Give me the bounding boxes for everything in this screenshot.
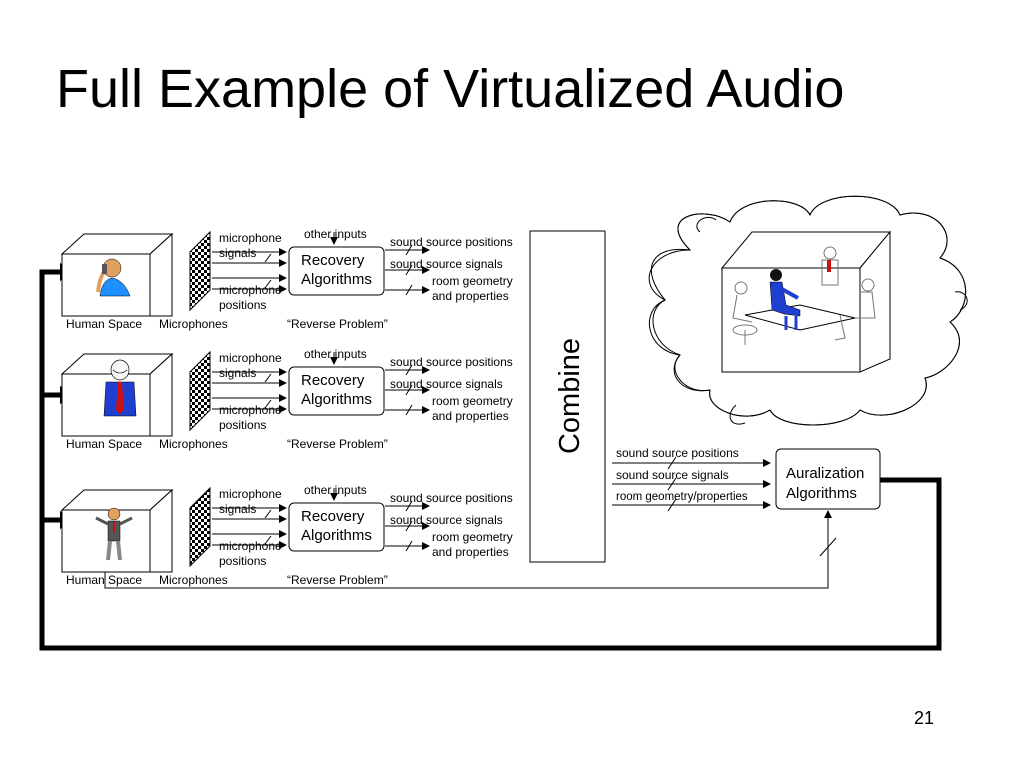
recovery-box	[288, 502, 385, 552]
other-inputs-label: other inputs	[304, 483, 367, 497]
mic-positions-label-2: positions	[219, 554, 266, 568]
reverse-problem-label: “Reverse Problem”	[287, 437, 388, 451]
slash	[667, 477, 677, 491]
out-room-label-2: and properties	[432, 289, 509, 303]
microphone-array-icon	[189, 486, 211, 568]
out-room-label-2: and properties	[432, 545, 509, 559]
slash	[405, 284, 413, 296]
slash	[264, 253, 272, 263]
auralization-box	[775, 448, 881, 510]
out-signals-label: sound source signals	[390, 513, 503, 527]
slash	[405, 404, 413, 416]
out-positions-label: sound source positions	[390, 235, 513, 249]
out-positions-label: sound source positions	[390, 355, 513, 369]
reverse-problem-label: “Reverse Problem”	[287, 573, 388, 587]
mic-signals-label-2: signals	[219, 246, 256, 260]
mic-positions-label-1: microphone	[219, 283, 282, 297]
virtual-room-cloud	[648, 195, 968, 426]
recovery-label-1: Recovery	[301, 508, 365, 525]
combine-label: Combine	[554, 338, 586, 454]
out-room-label-1: room geometry	[432, 394, 513, 408]
mic-positions-label-1: microphone	[219, 539, 282, 553]
recovery-label-2: Algorithms	[301, 527, 372, 544]
out-signals-label: sound source signals	[390, 257, 503, 271]
virtual-person-body	[769, 281, 801, 317]
recovery-box	[288, 366, 385, 416]
microphones-label: Microphones	[159, 317, 228, 331]
reverse-problem-label: “Reverse Problem”	[287, 317, 388, 331]
slash	[667, 498, 677, 512]
other-inputs-label: other inputs	[304, 227, 367, 241]
mic-positions-label-1: microphone	[219, 403, 282, 417]
mic-signals-label-1: microphone	[219, 487, 282, 501]
mic-signals-label-2: signals	[219, 502, 256, 516]
recovery-label-1: Recovery	[301, 252, 365, 269]
other-inputs-label: other inputs	[304, 347, 367, 361]
slide-title: Full Example of Virtualized Audio	[56, 59, 845, 119]
slash	[667, 456, 677, 470]
human-space-label: Human Space	[66, 573, 142, 587]
combine-box	[529, 230, 606, 563]
slash	[264, 373, 272, 383]
tie-person-icon	[103, 359, 137, 417]
mic-signals-label-1: microphone	[219, 351, 282, 365]
recovery-label-1: Recovery	[301, 372, 365, 389]
out-signals-label: sound source signals	[390, 377, 503, 391]
page-number: 21	[913, 708, 934, 728]
phone-person-icon	[96, 258, 131, 297]
standing-person-icon	[95, 507, 133, 561]
mic-signals-label-2: signals	[219, 366, 256, 380]
mic-positions-label-2: positions	[219, 418, 266, 432]
slash	[405, 264, 413, 276]
microphones-label: Microphones	[159, 437, 228, 451]
recovery-box	[288, 246, 385, 296]
slash	[405, 244, 413, 256]
microphone-array-icon	[189, 230, 211, 312]
position-feed-arrowhead	[824, 510, 832, 518]
mic-positions-label-2: positions	[219, 298, 266, 312]
mic-signals-label-1: microphone	[219, 231, 282, 245]
slash	[264, 535, 272, 545]
slash	[405, 500, 413, 512]
auralization-label-2: Algorithms	[786, 485, 857, 502]
slash	[405, 384, 413, 396]
auralization-label-1: Auralization	[786, 465, 864, 482]
combined-signals-label: sound source signals	[616, 468, 729, 482]
human-space-cube	[60, 488, 174, 573]
recovery-label-2: Algorithms	[301, 391, 372, 408]
slash	[264, 279, 272, 289]
out-positions-label: sound source positions	[390, 491, 513, 505]
microphone-array-icon	[189, 350, 211, 432]
slash	[264, 399, 272, 409]
combined-outputs: sound source positions sound source sign…	[612, 446, 771, 512]
out-room-label-2: and properties	[432, 409, 509, 423]
virtual-person-head	[770, 269, 782, 281]
microphones-label: Microphones	[159, 573, 228, 587]
slash	[405, 540, 413, 552]
slash	[405, 364, 413, 376]
recovery-label-2: Algorithms	[301, 271, 372, 288]
position-feed-slash	[819, 537, 837, 557]
human-space-label: Human Space	[66, 317, 142, 331]
out-room-label-1: room geometry	[432, 274, 513, 288]
slash	[264, 509, 272, 519]
combined-room-label: room geometry/properties	[616, 491, 748, 503]
human-space-label: Human Space	[66, 437, 142, 451]
combined-positions-label: sound source positions	[616, 446, 739, 460]
slash	[405, 520, 413, 532]
out-room-label-1: room geometry	[432, 530, 513, 544]
